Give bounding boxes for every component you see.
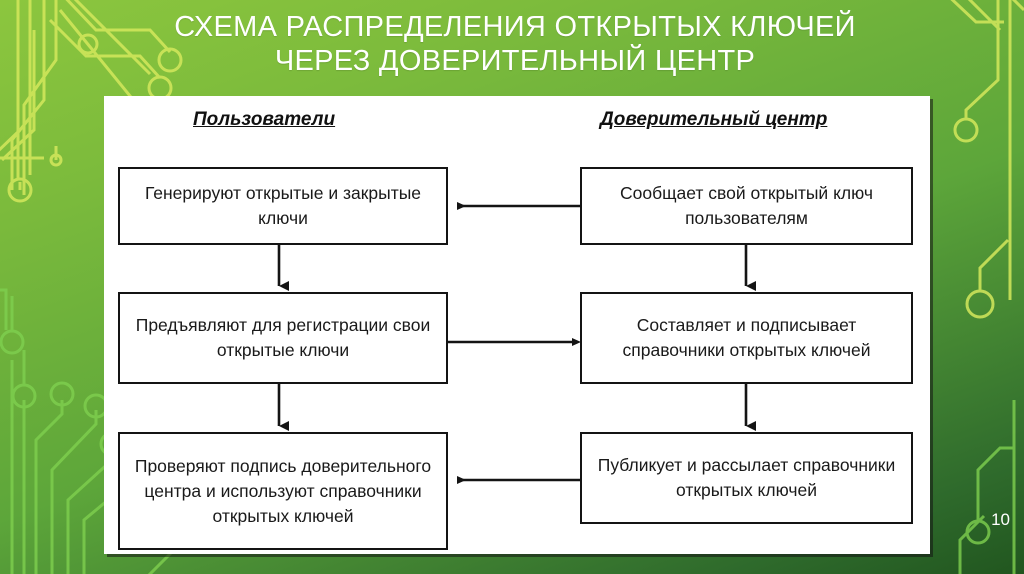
process-box-generate-keys[interactable]: Генерируют открытые и закрытые ключи: [118, 167, 448, 245]
column-heading-trusted-center: Доверительный центр: [600, 109, 828, 130]
slide-title: СХЕМА РАСПРЕДЕЛЕНИЯ ОТКРЫТЫХ КЛЮЧЕЙ ЧЕРЕ…: [120, 10, 910, 78]
process-box-verify-signature[interactable]: Проверяют подпись доверительного центра …: [118, 432, 448, 550]
process-box-announce-public-key[interactable]: Сообщает свой открытый ключ пользователя…: [580, 167, 913, 245]
page-number: 10: [991, 510, 1010, 529]
slide-title-line-1: СХЕМА РАСПРЕДЕЛЕНИЯ ОТКРЫТЫХ КЛЮЧЕЙ: [174, 11, 856, 43]
slide-title-line-2: ЧЕРЕЗ ДОВЕРИТЕЛЬНЫЙ ЦЕНТР: [274, 45, 756, 77]
process-box-compile-and-sign[interactable]: Составляет и подписывает справочники отк…: [580, 292, 913, 384]
column-heading-users: Пользователи: [193, 109, 336, 130]
process-box-submit-for-registration[interactable]: Предъявляют для регистрации свои открыты…: [118, 292, 448, 384]
process-box-publish-and-distribute[interactable]: Публикует и рассылает справочники открыт…: [580, 432, 913, 524]
